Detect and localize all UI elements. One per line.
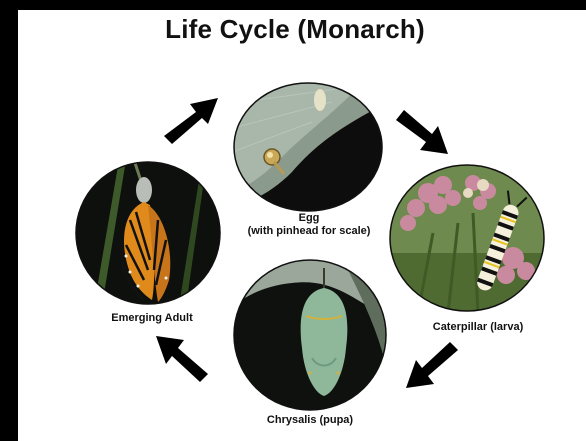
arrow-up-right-icon xyxy=(160,96,220,151)
adult-photo xyxy=(74,160,222,306)
arrow-up-left-icon xyxy=(152,332,212,389)
caterpillar-photo xyxy=(388,163,546,313)
chrysalis-photo xyxy=(232,258,388,412)
caterpillar-label: Caterpillar (larva) xyxy=(418,321,538,334)
arrow-down-left-icon xyxy=(404,340,462,397)
diagram-title: Life Cycle (Monarch) xyxy=(0,14,586,45)
egg-label-line2: (with pinhead for scale) xyxy=(226,225,392,238)
egg-label-line1: Egg xyxy=(226,212,392,225)
adult-label: Emerging Adult xyxy=(92,312,212,325)
egg-photo xyxy=(232,82,384,212)
egg-label: Egg (with pinhead for scale) xyxy=(226,212,392,238)
arrow-down-right-icon xyxy=(392,108,450,163)
chrysalis-label: Chrysalis (pupa) xyxy=(250,414,370,427)
